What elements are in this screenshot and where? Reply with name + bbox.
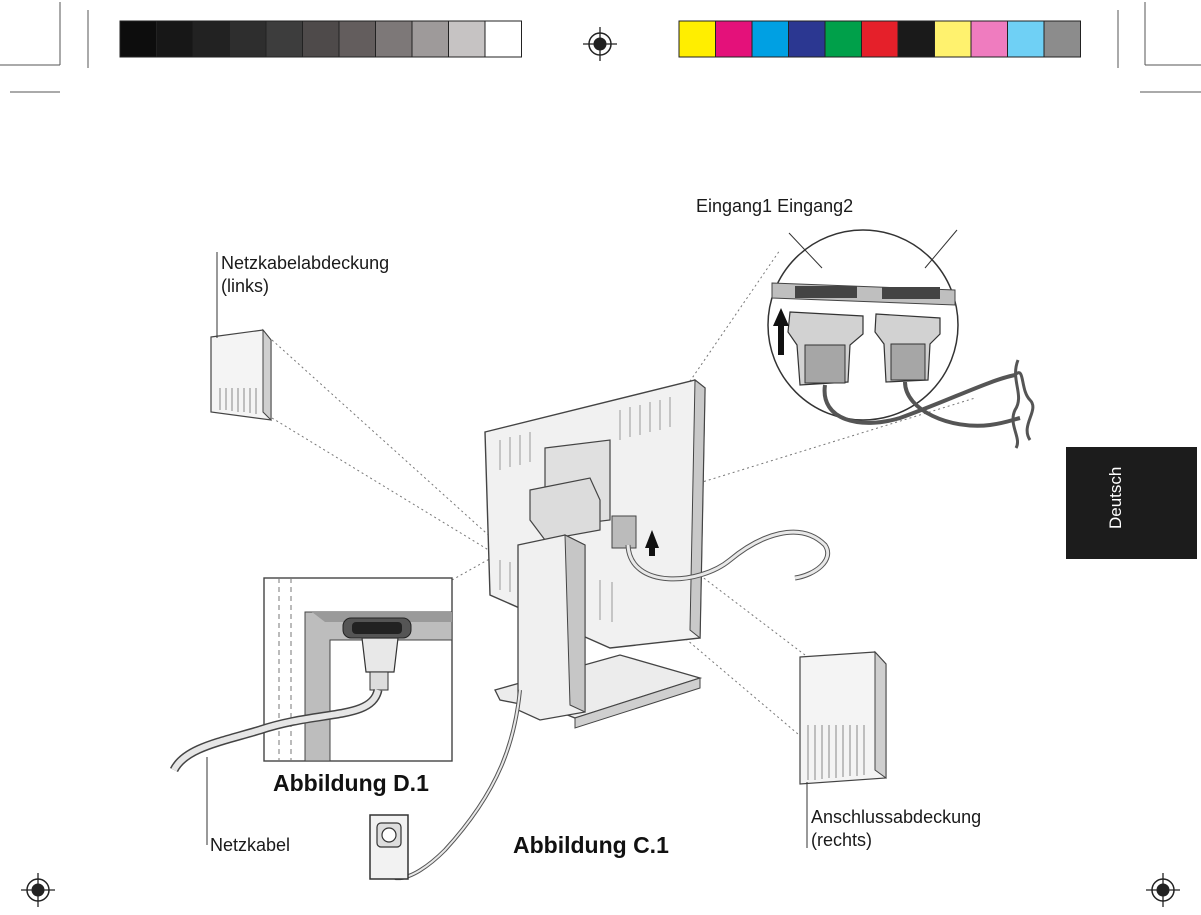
grayscale-swatch — [375, 20, 413, 58]
grayscale-swatch — [338, 20, 376, 58]
grayscale-swatch — [229, 20, 267, 58]
process-color-bar — [678, 20, 1081, 58]
grayscale-bar — [119, 20, 522, 58]
connector-detail-circle — [767, 229, 1021, 428]
right-connector-cover — [799, 650, 887, 785]
detail-inset-d1 — [169, 577, 453, 773]
right-cover-label-line1: Anschlussabdeckung — [811, 807, 982, 827]
process-color-swatch — [861, 20, 899, 58]
grayscale-swatch — [411, 20, 449, 58]
cable-ends-2 — [1011, 359, 1021, 449]
left-cable-cover — [210, 328, 272, 422]
left-cover-label-line2: (links) — [221, 276, 269, 296]
grayscale-swatch — [484, 20, 522, 58]
process-color-swatch — [934, 20, 972, 58]
process-color-swatch — [897, 20, 935, 58]
grayscale-swatch — [156, 20, 194, 58]
grayscale-swatch — [448, 20, 486, 58]
process-color-swatch — [751, 20, 789, 58]
registration-mark-bottom-left-icon — [21, 873, 55, 907]
language-side-tab: Deutsch — [1066, 447, 1197, 559]
process-color-swatch — [788, 20, 826, 58]
power-cable-label: Netzkabel — [210, 835, 291, 855]
left-cover-label-line1: Netzkabelabdeckung — [221, 253, 390, 273]
process-color-swatch — [715, 20, 753, 58]
process-color-swatch — [678, 20, 716, 58]
grayscale-swatch — [119, 20, 157, 58]
grayscale-swatch — [192, 20, 230, 58]
registration-mark-bottom-right-icon — [1146, 873, 1180, 907]
language-tab-label: Deutsch — [1106, 466, 1125, 529]
grayscale-swatch — [265, 20, 303, 58]
crop-marks — [0, 2, 1201, 93]
process-color-swatch — [1007, 20, 1045, 58]
registration-mark-top-icon — [583, 27, 617, 61]
process-color-swatch — [970, 20, 1008, 58]
process-color-swatch — [824, 20, 862, 58]
wall-socket-icon — [369, 814, 409, 880]
cable-ends — [1013, 371, 1035, 441]
input-ports-label: Eingang1 Eingang2 — [696, 196, 854, 216]
right-cover-label-line2: (rechts) — [811, 830, 873, 850]
grayscale-swatch — [302, 20, 340, 58]
process-color-swatch — [1043, 20, 1081, 58]
figure-caption-d1: Abbildung D.1 — [273, 770, 429, 796]
figure-caption-c1: Abbildung C.1 — [513, 832, 669, 858]
monitor-rear-illustration — [394, 378, 830, 881]
